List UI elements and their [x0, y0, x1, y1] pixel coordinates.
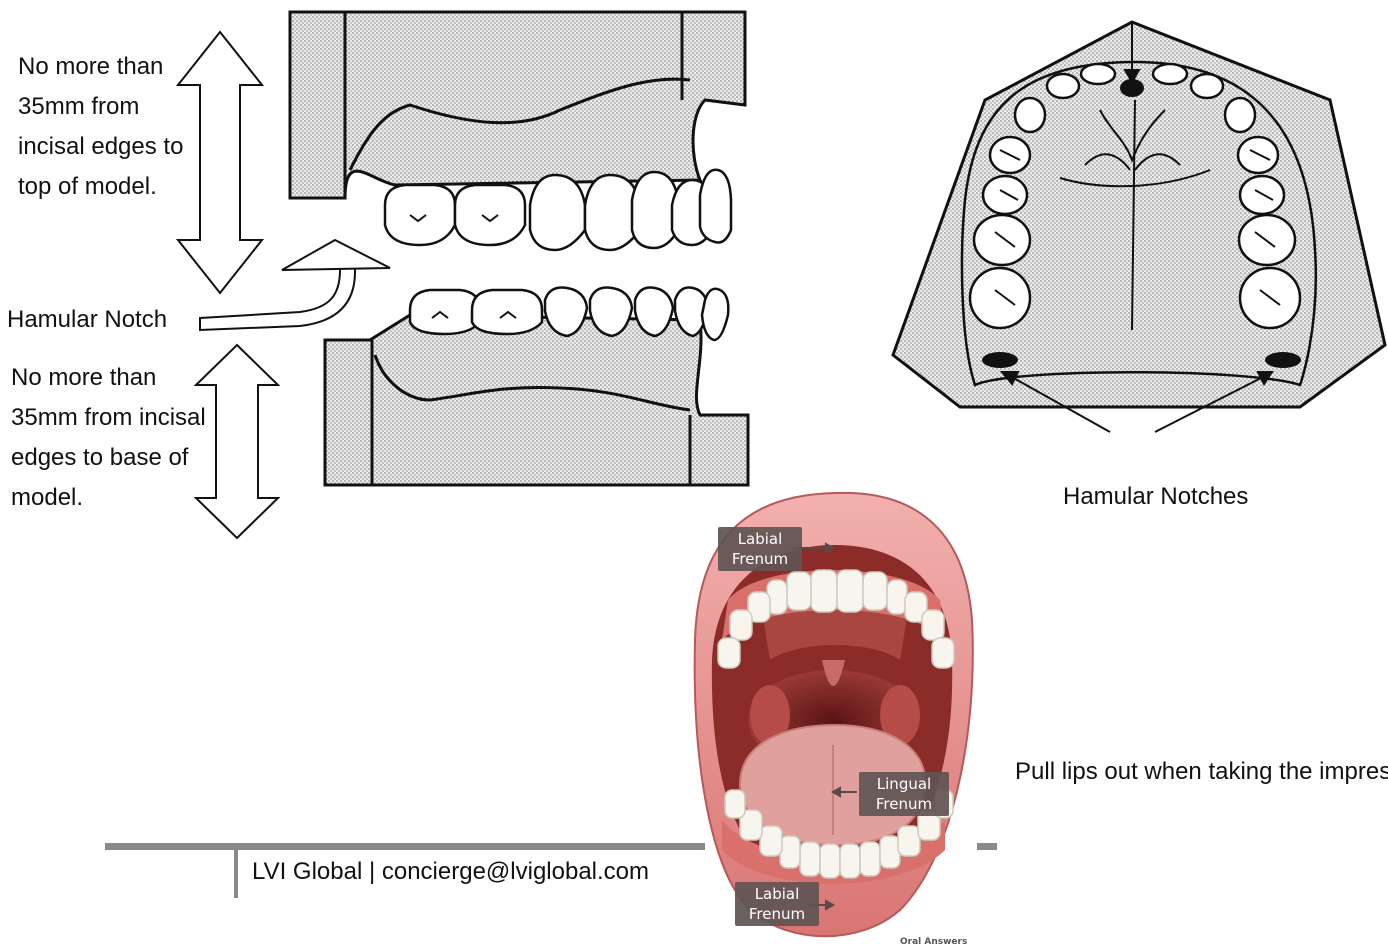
labial-frenum-top-label: Labial Frenum [718, 527, 802, 571]
top-double-arrow [178, 32, 262, 293]
hamular-notches-text: Hamular Notches [1063, 477, 1323, 509]
pull-lips-note: Pull lips out when taking the impression… [1015, 752, 1388, 792]
labial-frenum-bottom-label: Labial Frenum [735, 882, 819, 926]
occlusal-view-model [893, 22, 1385, 432]
top-measurement-note: No more than 35mm from incisal edges to … [18, 47, 188, 207]
side-view-models [290, 12, 748, 485]
watermark: Oral Answers [900, 937, 967, 947]
hamular-notches-label: Hamular Notches [1063, 477, 1323, 509]
lingual-frenum-label: Lingual Frenum [859, 772, 949, 816]
footer-text: LVI Global | concierge@lviglobal.com [252, 858, 649, 886]
hamular-notch-label: Hamular Notch [7, 300, 207, 340]
upper-model-base [290, 12, 745, 198]
lower-model-base [325, 315, 748, 485]
bottom-measurement-note: No more than 35mm from incisal edges to … [11, 358, 211, 518]
